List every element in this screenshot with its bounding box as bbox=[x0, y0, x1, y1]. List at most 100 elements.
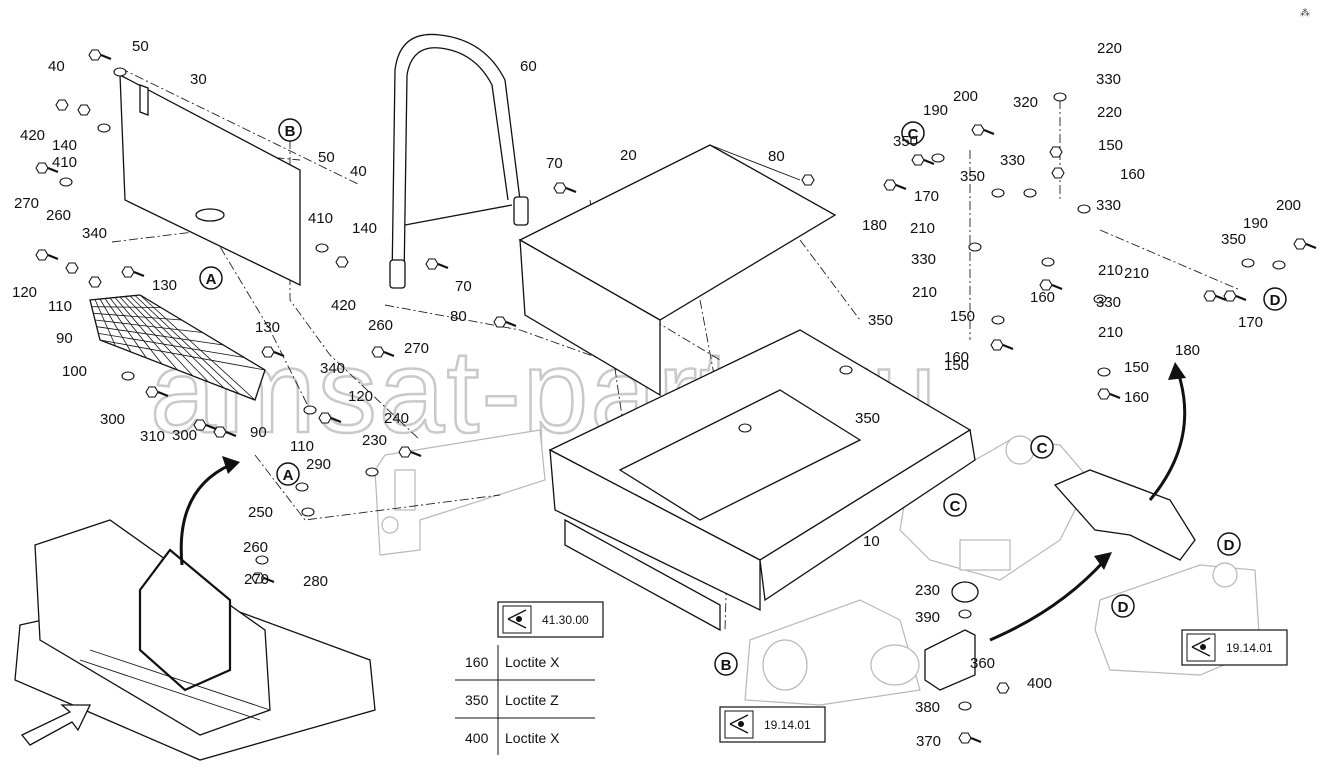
arrow-head-2 bbox=[1094, 552, 1112, 570]
part-number-label: 270 bbox=[14, 195, 39, 212]
nut bbox=[801, 174, 815, 186]
nut bbox=[55, 99, 69, 111]
svg-text:Loctite X: Loctite X bbox=[505, 730, 560, 746]
part-number-label: 320 bbox=[1013, 94, 1038, 111]
bolt bbox=[35, 249, 59, 261]
part-number-label: 380 bbox=[915, 699, 940, 716]
bolt bbox=[35, 162, 59, 174]
nut bbox=[1051, 167, 1065, 179]
washer bbox=[301, 507, 315, 517]
svg-text:19.14.01: 19.14.01 bbox=[1226, 641, 1273, 655]
svg-text:A: A bbox=[206, 271, 217, 288]
handrail-60 bbox=[391, 33, 521, 283]
bolt bbox=[318, 412, 342, 424]
part-number-label: 160 bbox=[1120, 166, 1145, 183]
svg-text:B: B bbox=[721, 657, 732, 674]
part-number-label: 260 bbox=[46, 207, 71, 224]
washer bbox=[315, 243, 329, 253]
washer bbox=[958, 609, 972, 619]
part-number-label: 160 bbox=[1124, 389, 1149, 406]
bolt bbox=[1039, 279, 1063, 291]
bolt bbox=[553, 182, 577, 194]
washer bbox=[295, 482, 309, 492]
washer bbox=[1053, 92, 1067, 102]
callout-b-2: B bbox=[714, 652, 738, 676]
bolt bbox=[883, 179, 907, 191]
washer bbox=[839, 365, 853, 375]
part-number-label: 250 bbox=[248, 504, 273, 521]
part-number-label: 230 bbox=[362, 432, 387, 449]
part-number-label: 210 bbox=[910, 220, 935, 237]
reference-box-41-30-00[interactable]: 41.30.00 bbox=[497, 601, 604, 638]
nut bbox=[1049, 146, 1063, 158]
bolt bbox=[911, 154, 935, 166]
part-number-label: 360 bbox=[970, 655, 995, 672]
reference-box-19-14-01-a[interactable]: 19.14.01 bbox=[719, 706, 826, 743]
handrail-cross bbox=[404, 204, 513, 226]
part-number-label: 30 bbox=[190, 71, 207, 88]
arrow-head-3 bbox=[1168, 362, 1186, 380]
part-number-label: 190 bbox=[1243, 215, 1268, 232]
bolt bbox=[88, 49, 112, 61]
part-number-label: 330 bbox=[911, 251, 936, 268]
part-number-label: 140 bbox=[352, 220, 377, 237]
step-plate-30 bbox=[119, 73, 301, 287]
legend-row: 400 Loctite X bbox=[465, 730, 560, 746]
handrail-foot bbox=[389, 259, 406, 289]
navigation-arrow-icon bbox=[20, 704, 92, 746]
svg-text:160: 160 bbox=[465, 654, 489, 670]
nut bbox=[65, 262, 79, 274]
part-number-label: 150 bbox=[1098, 137, 1123, 154]
reference-box-19-14-01-b[interactable]: 19.14.01 bbox=[1181, 629, 1288, 666]
hardware-group bbox=[35, 49, 1317, 744]
part-number-label: 270 bbox=[404, 340, 429, 357]
bolt bbox=[493, 316, 517, 328]
washer bbox=[1041, 257, 1055, 267]
handrail-foot-2 bbox=[513, 196, 529, 226]
bolt bbox=[1097, 388, 1121, 400]
washer bbox=[1093, 294, 1107, 304]
part-number-label: 10 bbox=[863, 533, 880, 550]
part-number-label: 200 bbox=[953, 88, 978, 105]
part-number-label: 50 bbox=[132, 38, 149, 55]
flow-arrow-2 bbox=[989, 558, 1107, 642]
svg-text:D: D bbox=[1118, 599, 1129, 616]
bolt bbox=[1223, 290, 1247, 302]
nut bbox=[77, 104, 91, 116]
washer bbox=[1023, 188, 1037, 198]
ghost-bracket-bottom bbox=[744, 599, 921, 706]
callout-c-1: C bbox=[901, 121, 925, 145]
bolt bbox=[1293, 238, 1317, 250]
nut bbox=[88, 276, 102, 288]
callout-c-3: C bbox=[943, 493, 967, 517]
part-number-label: 210 bbox=[1098, 324, 1123, 341]
part-number-label: 40 bbox=[350, 163, 367, 180]
svg-text:B: B bbox=[285, 123, 296, 140]
svg-text:A: A bbox=[283, 467, 294, 484]
bolt bbox=[425, 258, 449, 270]
part-number-label: 220 bbox=[1097, 104, 1122, 121]
washer bbox=[59, 177, 73, 187]
washer bbox=[1272, 260, 1286, 270]
paver-overview-icon bbox=[14, 519, 376, 761]
callout-d-1: D bbox=[1263, 287, 1287, 311]
part-number-label: 220 bbox=[1097, 40, 1122, 57]
part-number-label: 330 bbox=[1096, 197, 1121, 214]
washer bbox=[1077, 204, 1091, 214]
part-number-label: 390 bbox=[915, 609, 940, 626]
part-number-label: 190 bbox=[923, 102, 948, 119]
part-number-label: 350 bbox=[1221, 231, 1246, 248]
block-360 bbox=[924, 581, 979, 691]
washer bbox=[958, 701, 972, 711]
part-number-label: 70 bbox=[455, 278, 472, 295]
part-number-label: 170 bbox=[914, 188, 939, 205]
part-number-label: 350 bbox=[893, 133, 918, 150]
legend-table: 160 Loctite X 350 Loctite Z 400 Loctite … bbox=[455, 645, 595, 755]
part-number-label: 130 bbox=[255, 319, 280, 336]
part-number-label: 330 bbox=[1096, 71, 1121, 88]
legend-row: 350 Loctite Z bbox=[465, 692, 559, 708]
part-number-label: 210 bbox=[1098, 262, 1123, 279]
bolt bbox=[990, 339, 1014, 351]
corner-glyph: ⁂ bbox=[1300, 8, 1310, 19]
part-number-label: 130 bbox=[152, 277, 177, 294]
